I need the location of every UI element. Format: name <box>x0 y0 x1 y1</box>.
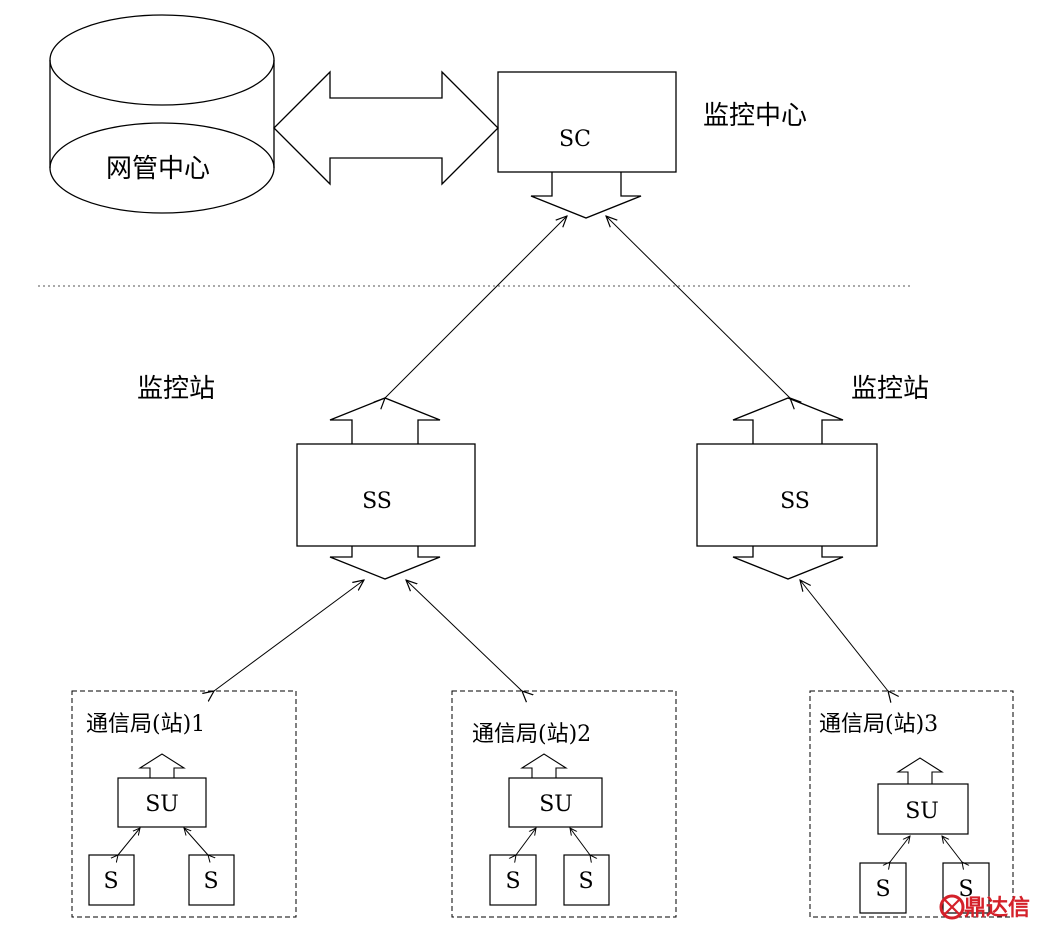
su2-s1-link <box>516 828 536 855</box>
link-ss1-bureau1 <box>214 580 364 691</box>
bureau-1-frame <box>71 690 297 918</box>
bureau-2-title: 通信局(站)2 <box>472 722 591 747</box>
su3-s2-link <box>942 836 962 862</box>
su3-up-arrow <box>896 757 944 784</box>
monitoring-center-caption: 监控中心 <box>703 101 807 131</box>
sc-down-arrow <box>530 172 642 219</box>
su-2-box <box>508 777 603 828</box>
sensor-3b-label: S <box>958 877 973 902</box>
su-1-box <box>117 777 207 828</box>
ss2-down-arrow <box>732 546 844 580</box>
su-3-label: SU <box>905 799 939 824</box>
nms-center-label: 网管中心 <box>106 154 210 184</box>
ss1-down-arrow <box>329 546 441 580</box>
link-ss1-bureau2 <box>406 580 522 691</box>
ss1-up-arrow <box>329 397 441 444</box>
link-sc-ss1 <box>385 216 567 398</box>
bureau-2: 通信局(站)2 SU S S <box>451 690 677 918</box>
su-1-label: SU <box>145 792 179 817</box>
station-1-caption: 监控站 <box>137 374 215 404</box>
su-2-label: SU <box>539 792 573 817</box>
monitoring-center-box-label: SC <box>559 127 591 152</box>
sensor-2b-box <box>563 854 610 906</box>
su1-up-arrow <box>138 753 186 778</box>
station-2-box-label: SS <box>780 489 810 514</box>
bureau-2-frame <box>451 690 677 918</box>
station-1-box-label: SS <box>362 489 392 514</box>
sensor-3b-box <box>942 862 990 914</box>
sensor-1b-label: S <box>203 869 218 894</box>
sensor-2a-label: S <box>505 869 520 894</box>
su3-s1-link <box>890 836 910 862</box>
link-ss2-bureau3 <box>800 580 888 691</box>
sensor-2a-box <box>489 854 537 906</box>
sensor-1b-box <box>188 854 235 906</box>
station-2-box <box>696 443 878 547</box>
su2-up-arrow <box>520 753 568 778</box>
su2-s2-link <box>570 828 590 855</box>
su1-s1-link <box>118 828 140 855</box>
watermark-logo: 鼎达信 <box>939 894 1030 921</box>
watermark-icon-mark <box>944 899 960 915</box>
nms-sc-double-arrow <box>273 70 499 186</box>
sensor-3a-box <box>859 862 907 914</box>
watermark-text: 鼎达信 <box>964 895 1030 921</box>
sensor-3a-label: S <box>875 877 890 902</box>
sensor-2b-label: S <box>578 869 593 894</box>
bureau-3-title: 通信局(站)3 <box>819 712 938 737</box>
link-sc-ss2 <box>606 216 790 398</box>
station-1-box <box>296 443 476 547</box>
station-2-caption: 监控站 <box>851 374 929 404</box>
ss2-up-arrow <box>732 397 844 444</box>
bureau-1: 通信局(站)1 SU S S <box>71 690 297 918</box>
bureau-1-title: 通信局(站)1 <box>86 712 205 737</box>
bureau-3: 通信局(站)3 SU S S <box>809 690 1014 918</box>
watermark-icon <box>939 894 965 920</box>
sensor-1a-box <box>88 854 135 906</box>
su1-s2-link <box>184 828 208 855</box>
su-3-box <box>877 783 969 835</box>
bureau-3-frame <box>809 690 1014 918</box>
sensor-1a-label: S <box>103 869 118 894</box>
monitoring-center-box <box>497 71 677 173</box>
nms-center-cylinder <box>49 14 275 214</box>
